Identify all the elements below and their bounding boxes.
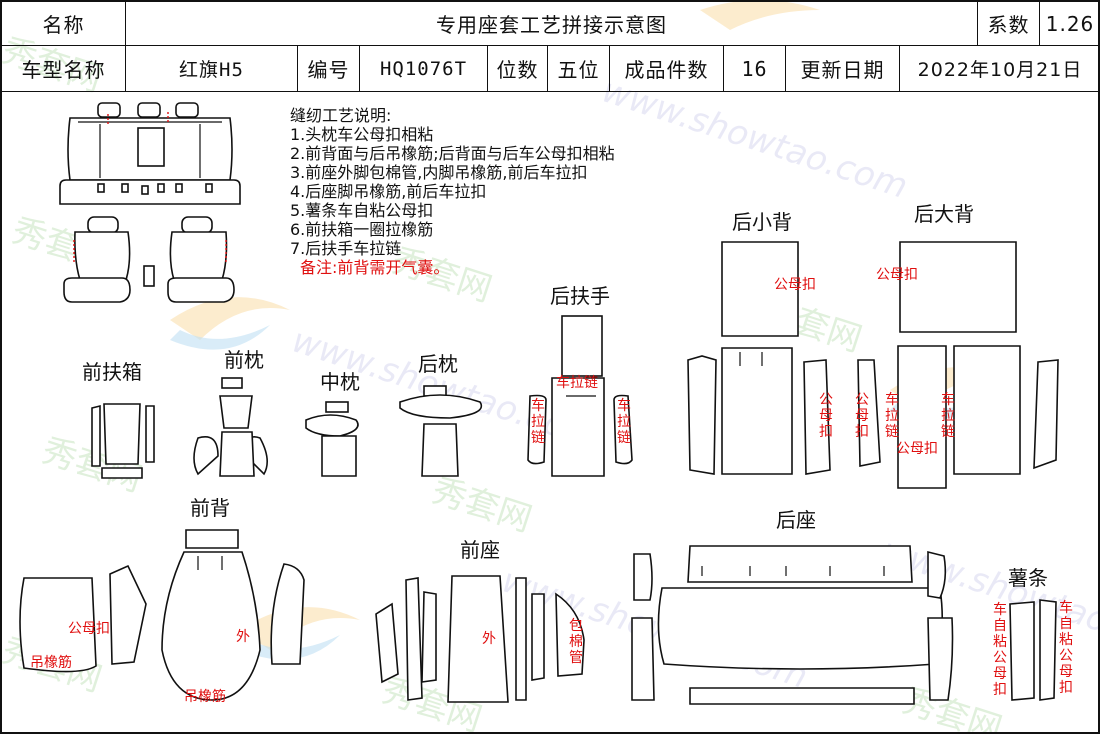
rear-seat-pattern — [631, 545, 954, 705]
date-label: 更新日期 — [786, 46, 900, 92]
front-console-pattern — [91, 403, 155, 479]
note-zipper: 车拉链 — [941, 392, 955, 440]
sewing-notes: 缝纫工艺说明: 1.头枕车公母扣相粘 2.前背面与后吊橡筋;后背面与后车公母扣相… — [290, 106, 615, 277]
count-value: 16 — [724, 46, 786, 92]
label-mid-headrest: 中枕 — [320, 370, 360, 394]
code-value: HQ1076T — [360, 46, 488, 92]
note-zipper: 车拉链 — [556, 375, 598, 391]
label-rear-headrest: 后枕 — [418, 352, 458, 376]
rear-big-back-pattern — [857, 241, 1059, 489]
label-rear-big-back: 后大背 — [914, 202, 974, 226]
note-item: 2.前背面与后吊橡筋;后背面与后车公母扣相粘 — [290, 144, 615, 163]
label-front-console: 前扶箱 — [82, 360, 142, 384]
note-outer: 外 — [236, 629, 250, 645]
label-rear-seat: 后座 — [776, 508, 816, 532]
front-headrest-pattern — [193, 377, 268, 477]
rear-armrest-pattern — [527, 315, 633, 477]
rear-headrest-pattern — [399, 385, 483, 477]
note-snap: 公母扣 — [819, 392, 833, 440]
name-label: 名称 — [2, 2, 126, 46]
note-snap: 公母扣 — [896, 441, 938, 457]
note-snap: 公母扣 — [855, 392, 869, 440]
note-elastic: 吊橡筋 — [30, 655, 72, 671]
count-label: 成品件数 — [610, 46, 724, 92]
note-zipper: 车拉链 — [885, 392, 899, 440]
note-elastic: 吊橡筋 — [184, 689, 226, 705]
coef-label: 系数 — [978, 2, 1040, 46]
notes-remark: 备注:前背需开气囊。 — [300, 258, 450, 277]
model-value: 红旗H5 — [126, 46, 298, 92]
middle-headrest-pattern — [305, 401, 359, 477]
label-rear-small-back: 后小背 — [732, 210, 792, 234]
label-front-back: 前背 — [190, 496, 230, 520]
note-self-snap: 车自粘公母扣 — [1059, 600, 1073, 696]
label-strips: 薯条 — [1008, 566, 1048, 590]
strips-pattern — [1009, 599, 1057, 701]
note-item: 6.前扶箱一圈拉橡筋 — [290, 220, 434, 239]
label-rear-armrest: 后扶手 — [550, 284, 610, 308]
note-self-snap: 车自粘公母扣 — [993, 602, 1007, 698]
drawing-title: 专用座套工艺拼接示意图 — [126, 2, 978, 46]
note-item: 5.薯条车自粘公母扣 — [290, 201, 434, 220]
front-back-pattern — [19, 529, 305, 701]
note-foam-tube: 包棉管 — [569, 618, 583, 666]
note-item: 4.后座脚吊橡筋,前后车拉扣 — [290, 182, 487, 201]
note-snap: 公母扣 — [876, 267, 918, 283]
seat-label: 位数 — [488, 46, 548, 92]
note-zipper: 车拉链 — [617, 398, 631, 446]
note-outer: 外 — [482, 631, 496, 647]
front-seat-pattern — [375, 575, 585, 703]
note-snap: 公母扣 — [68, 621, 110, 637]
code-label: 编号 — [298, 46, 360, 92]
rear-small-back-pattern — [687, 241, 831, 475]
model-label: 车型名称 — [2, 46, 126, 92]
date-value: 2022年10月21日 — [900, 46, 1100, 92]
label-front-seat: 前座 — [460, 538, 500, 562]
note-snap: 公母扣 — [774, 277, 816, 293]
note-zipper: 车拉链 — [531, 398, 545, 446]
note-item: 1.头枕车公母扣相粘 — [290, 125, 434, 144]
note-item: 7.后扶手车拉链 — [290, 239, 402, 258]
seat-value: 五位 — [548, 46, 610, 92]
note-item: 3.前座外脚包棉管,内脚吊橡筋,前后车拉扣 — [290, 163, 588, 182]
notes-heading: 缝纫工艺说明: — [290, 106, 392, 125]
label-front-headrest: 前枕 — [224, 348, 264, 372]
seat-overview-illustration — [59, 102, 241, 303]
coef-value: 1.26 — [1040, 2, 1100, 46]
